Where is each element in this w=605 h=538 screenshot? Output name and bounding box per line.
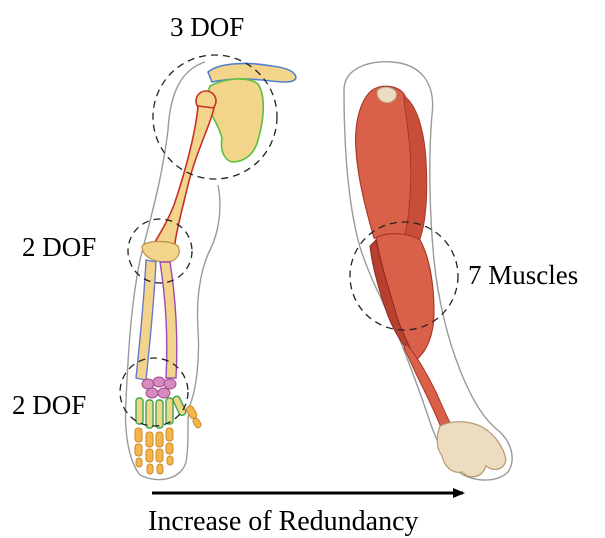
elbow-dof-label: 2 DOF	[22, 234, 96, 261]
scapula	[204, 79, 263, 162]
muscles-label: 7 Muscles	[468, 262, 578, 289]
shoulder-dof-label: 3 DOF	[170, 14, 244, 41]
shoulder-tendon	[377, 87, 396, 102]
wrist-dof-label: 2 DOF	[12, 392, 86, 419]
skeletal-arm	[120, 55, 296, 480]
carpal-bones	[142, 377, 176, 398]
clavicle	[208, 64, 296, 82]
muscle-arm-hand	[437, 422, 506, 477]
metacarpal-bones	[136, 395, 187, 428]
elbow-joint	[142, 242, 179, 263]
redundancy-caption: Increase of Redundancy	[148, 508, 419, 536]
